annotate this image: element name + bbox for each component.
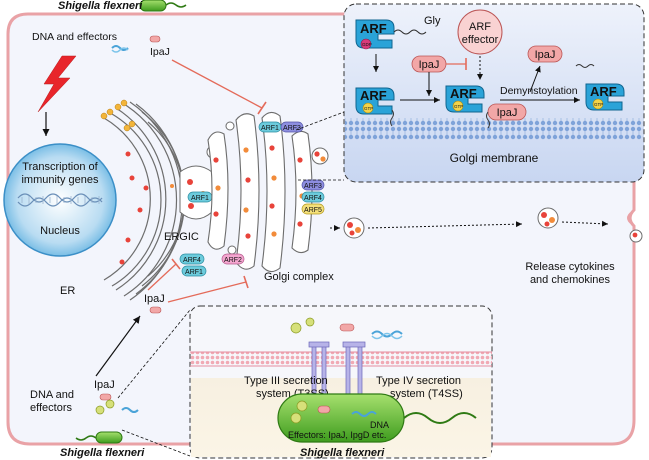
release-label-line2: and chemokines (530, 274, 611, 286)
dna-fragment-icon (121, 407, 139, 413)
dna-fragment-icon (111, 45, 129, 53)
golgi-complex-label: Golgi complex (264, 271, 334, 283)
ribosomes (100, 99, 136, 132)
shigella-bacterium-top-icon (139, 0, 187, 12)
arf-tag-label: ARF4 (304, 195, 322, 202)
arf-tag-group-left: ARF4 ARF1 ARF2 (179, 253, 245, 277)
arf-tag-group-top: ARF1 ARF3 (258, 121, 304, 133)
inhibition-line (147, 263, 177, 291)
secretion-inset (189, 305, 493, 459)
arf-effector-line2: effector (462, 34, 499, 46)
arf-gtp-protein (585, 83, 625, 111)
nucleus-label: Nucleus (40, 225, 80, 237)
t4ss-label-line1: Type IV secretion (376, 375, 461, 387)
effector-icon (290, 322, 302, 334)
arf-effector-line1: ARF (469, 21, 491, 33)
secretory-vesicle (343, 217, 365, 239)
transcription-label-line2: immunity genes (21, 174, 99, 186)
arf-tag-label: ARF1 (185, 269, 203, 276)
arf-effector-circle (457, 9, 503, 55)
ipaj-top-label: IpaJ (150, 46, 170, 58)
secretory-vesicle (629, 229, 643, 243)
arf-mechanism-inset (343, 3, 645, 183)
myristoyl-chain-icon (575, 64, 595, 68)
arf-tag-label: ARF4 (183, 257, 201, 264)
shigella-bacterium-bottom-icon (75, 431, 123, 444)
ipaj-capsule-icon (339, 323, 355, 332)
zoom-guide-line (117, 309, 191, 399)
delivery-arrow (95, 315, 141, 377)
shigella-inner-label: Shigella flexneri (300, 447, 385, 459)
inhibition-line (171, 59, 263, 109)
ipaj-bottom-label: IpaJ (94, 379, 115, 391)
ipaj-mid-label: IpaJ (144, 293, 165, 305)
dna-inner-label: DNA (370, 420, 389, 430)
secretory-vesicle (311, 147, 329, 165)
arf-tag-label: ARF2 (224, 257, 242, 264)
arf-gtp-protein (355, 87, 395, 127)
zoom-guide-line (121, 429, 191, 457)
shigella-top-label: Shigella flexneri (58, 0, 143, 12)
gly-label: Gly (424, 15, 441, 27)
release-arrow (529, 65, 541, 93)
effectors-inner-label: Effectors: IpaJ, IpgD etc. (288, 430, 386, 440)
dna-effectors-bottom-line1: DNA and (30, 389, 74, 401)
release-label-line1: Release cytokines (525, 261, 615, 273)
gtp-label: GTP (364, 106, 373, 111)
gtp-label: GTP (454, 104, 463, 109)
arf-tag-label: ARF1 (191, 195, 209, 202)
signal-bolt-icon (37, 55, 77, 113)
arf-gtp-ipaj-complex (445, 85, 527, 129)
endoplasmic-reticulum (103, 101, 186, 301)
ipaj-capsule-icon (99, 393, 112, 401)
arf-label: ARF (360, 88, 387, 103)
ipaj-center-label: IpaJ (419, 59, 440, 71)
dna-effectors-top-label: DNA and effectors (32, 31, 117, 43)
dna-fragment-icon (371, 330, 403, 340)
arf-gdp-protein (355, 19, 427, 50)
arf-label: ARF (590, 84, 617, 99)
arf-tag-label: ARF5 (304, 207, 322, 214)
arf-tag-group-right: ARF3 ARF4 ARF5 (301, 179, 325, 215)
nucleus (3, 143, 117, 257)
ipaj-capsule-icon (149, 35, 161, 43)
arf-label: ARF (360, 21, 387, 36)
secretory-vesicle (537, 207, 559, 229)
golgi-membrane-label: Golgi membrane (450, 151, 539, 165)
ipaj-capsule-icon (149, 306, 162, 314)
effector-icon (305, 317, 315, 327)
arf-tag-label: ARF1 (261, 125, 279, 132)
ipaj-protein (527, 45, 563, 63)
er-cargo (119, 151, 149, 265)
gdp-label: GDP (362, 42, 372, 47)
ipaj-bound-label: IpaJ (497, 107, 518, 119)
dna-effectors-bottom-line2: effectors (30, 402, 72, 414)
ipaj-right-label: IpaJ (535, 49, 556, 61)
ergic-label: ERGIC (164, 231, 199, 243)
er-label: ER (60, 285, 75, 297)
demyristoylation-label: Demyristoylation (500, 85, 578, 97)
inhibition-line (167, 281, 247, 303)
shigella-bacterium-large (277, 393, 477, 443)
arf-label: ARF (450, 86, 477, 101)
golgi-stacks (207, 111, 313, 273)
shigella-bottom-label: Shigella flexneri (60, 447, 145, 459)
transcription-label-line1: Transcription of (22, 161, 98, 173)
transport-arrow (367, 221, 523, 229)
arf-tag-label: ARF3 (283, 125, 301, 132)
t4ss-label-line2: system (T4SS) (390, 388, 463, 400)
arf-tag-label: ARF3 (304, 183, 322, 190)
t3ss-label-line1: Type III secretion (244, 375, 328, 387)
gtp-label: GTP (594, 102, 603, 107)
effector-icon (105, 399, 115, 409)
effector-icon (95, 405, 105, 415)
zoom-guide-line (295, 111, 345, 131)
